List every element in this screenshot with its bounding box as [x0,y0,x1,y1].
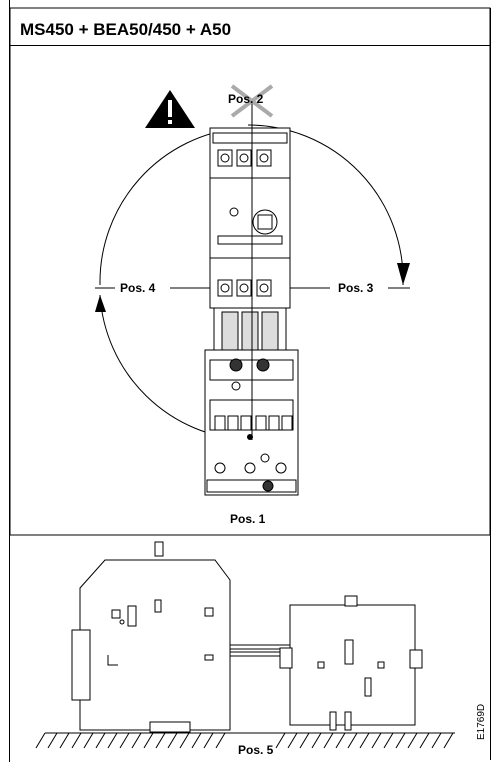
ground-surface [35,732,455,749]
pos2-label: Pos. 2 [228,92,264,106]
diagram-title: MS450 + BEA50/450 + A50 [20,20,232,39]
pos4-label: Pos. 4 [120,281,156,295]
ms450-device [209,127,291,309]
pos2-cross-icon [230,84,274,118]
a50-contactor [204,349,299,496]
pos5-label: Pos. 5 [238,743,274,757]
pos3-label: Pos. 3 [338,281,374,295]
drawing-code: E1769D [476,703,487,740]
warning-icon [145,90,195,128]
title-divider [10,45,491,46]
side-view-drawing [71,541,423,733]
pos1-label: Pos. 1 [230,512,266,526]
